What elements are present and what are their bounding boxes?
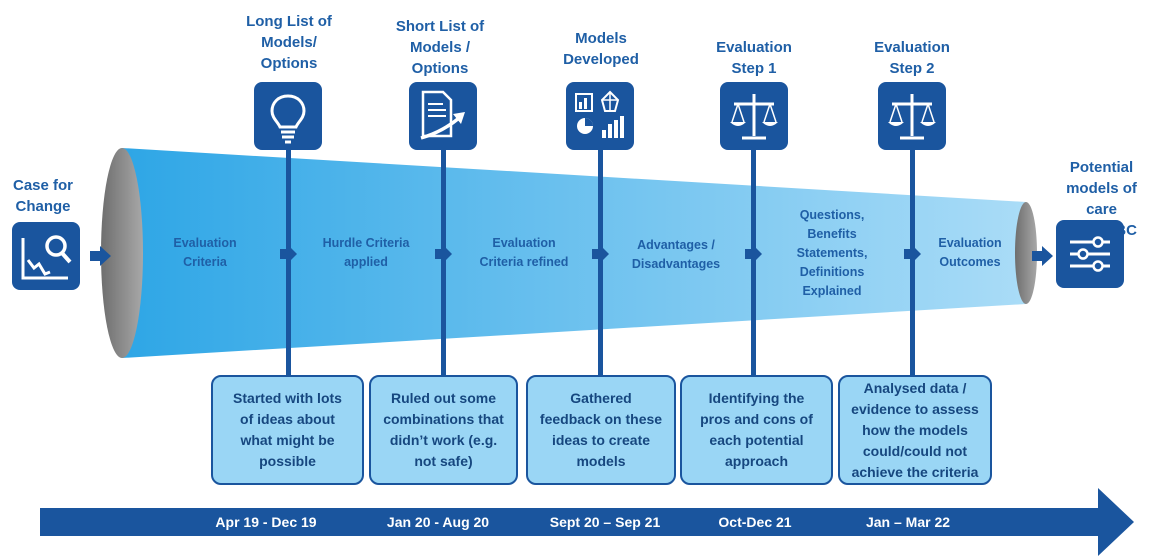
column-2-icon-box xyxy=(409,82,477,150)
timeline-label-5: Jan – Mar 22 xyxy=(865,514,951,530)
stage-arrow-2 xyxy=(435,246,452,262)
stage-label-1: Evaluation Criteria xyxy=(173,236,237,269)
column-5-description: Analysed data / evidence to assess how t… xyxy=(838,375,992,485)
column-5-title: Evaluation Step 2 xyxy=(874,39,950,77)
flow-arrow-left xyxy=(90,246,111,266)
funnel-rim-right xyxy=(1015,202,1037,304)
timeline-label-4: Oct-Dec 21 xyxy=(718,514,792,530)
column-2-connector xyxy=(441,140,446,380)
column-4-connector xyxy=(751,140,756,380)
case-for-change-icon-box xyxy=(12,222,80,290)
lightbulb-icon xyxy=(270,94,306,144)
timeline-label-3: Sept 20 – Sep 21 xyxy=(549,514,661,530)
column-3-icon-box xyxy=(566,82,634,150)
column-4-icon-box xyxy=(720,82,788,150)
stage-label-6: Evaluation Outcomes xyxy=(938,236,1002,269)
case-for-change-title: Case for Change xyxy=(12,177,74,215)
column-4-title: Evaluation Step 1 xyxy=(716,39,792,77)
balance-scale-icon xyxy=(730,94,778,140)
stage-arrow-4 xyxy=(745,246,762,262)
column-5-icon-box xyxy=(878,82,946,150)
flow-arrow-right xyxy=(1032,246,1053,266)
column-5-connector xyxy=(910,140,915,380)
funnel-body xyxy=(122,148,1026,358)
timeline-arrow xyxy=(40,488,1134,556)
column-1-description: Started with lots of ideas about what mi… xyxy=(211,375,364,485)
column-3-description: Gathered feedback on these ideas to crea… xyxy=(526,375,676,485)
document-growth-arrow-icon xyxy=(420,90,465,140)
stage-label-5: Questions, Benefits Statements, Definiti… xyxy=(796,208,868,298)
timeline-label-2: Jan 20 - Aug 20 xyxy=(386,514,490,530)
funnel-rim-left xyxy=(101,148,143,358)
declining-chart-magnifier-icon xyxy=(21,235,72,280)
column-2-title: Short List of Models / Options xyxy=(395,18,485,77)
stage-label-4: Advantages / Disadvantages xyxy=(631,238,721,271)
column-3-connector xyxy=(598,140,603,380)
column-1-connector xyxy=(286,140,291,380)
charts-dashboard-icon xyxy=(575,90,624,138)
stage-label-2: Hurdle Criteria applied xyxy=(322,236,410,269)
column-3-title: Models Developed xyxy=(563,30,639,68)
stage-arrow-1 xyxy=(280,246,297,262)
potential-models-icon-box xyxy=(1056,220,1124,288)
stage-label-3: Evaluation Criteria refined xyxy=(479,236,569,269)
balance-scale-icon xyxy=(888,94,936,140)
timeline-label-1: Apr 19 - Dec 19 xyxy=(215,514,317,530)
stage-arrow-5 xyxy=(904,246,921,262)
column-1-title: Long List of Models/ Options xyxy=(246,13,332,72)
column-2-description: Ruled out some combinations that didn’t … xyxy=(369,375,518,485)
column-4-description: Identifying the pros and cons of each po… xyxy=(680,375,833,485)
stage-arrow-3 xyxy=(592,246,609,262)
column-1-icon-box xyxy=(254,82,322,150)
sliders-icon xyxy=(1070,236,1110,272)
